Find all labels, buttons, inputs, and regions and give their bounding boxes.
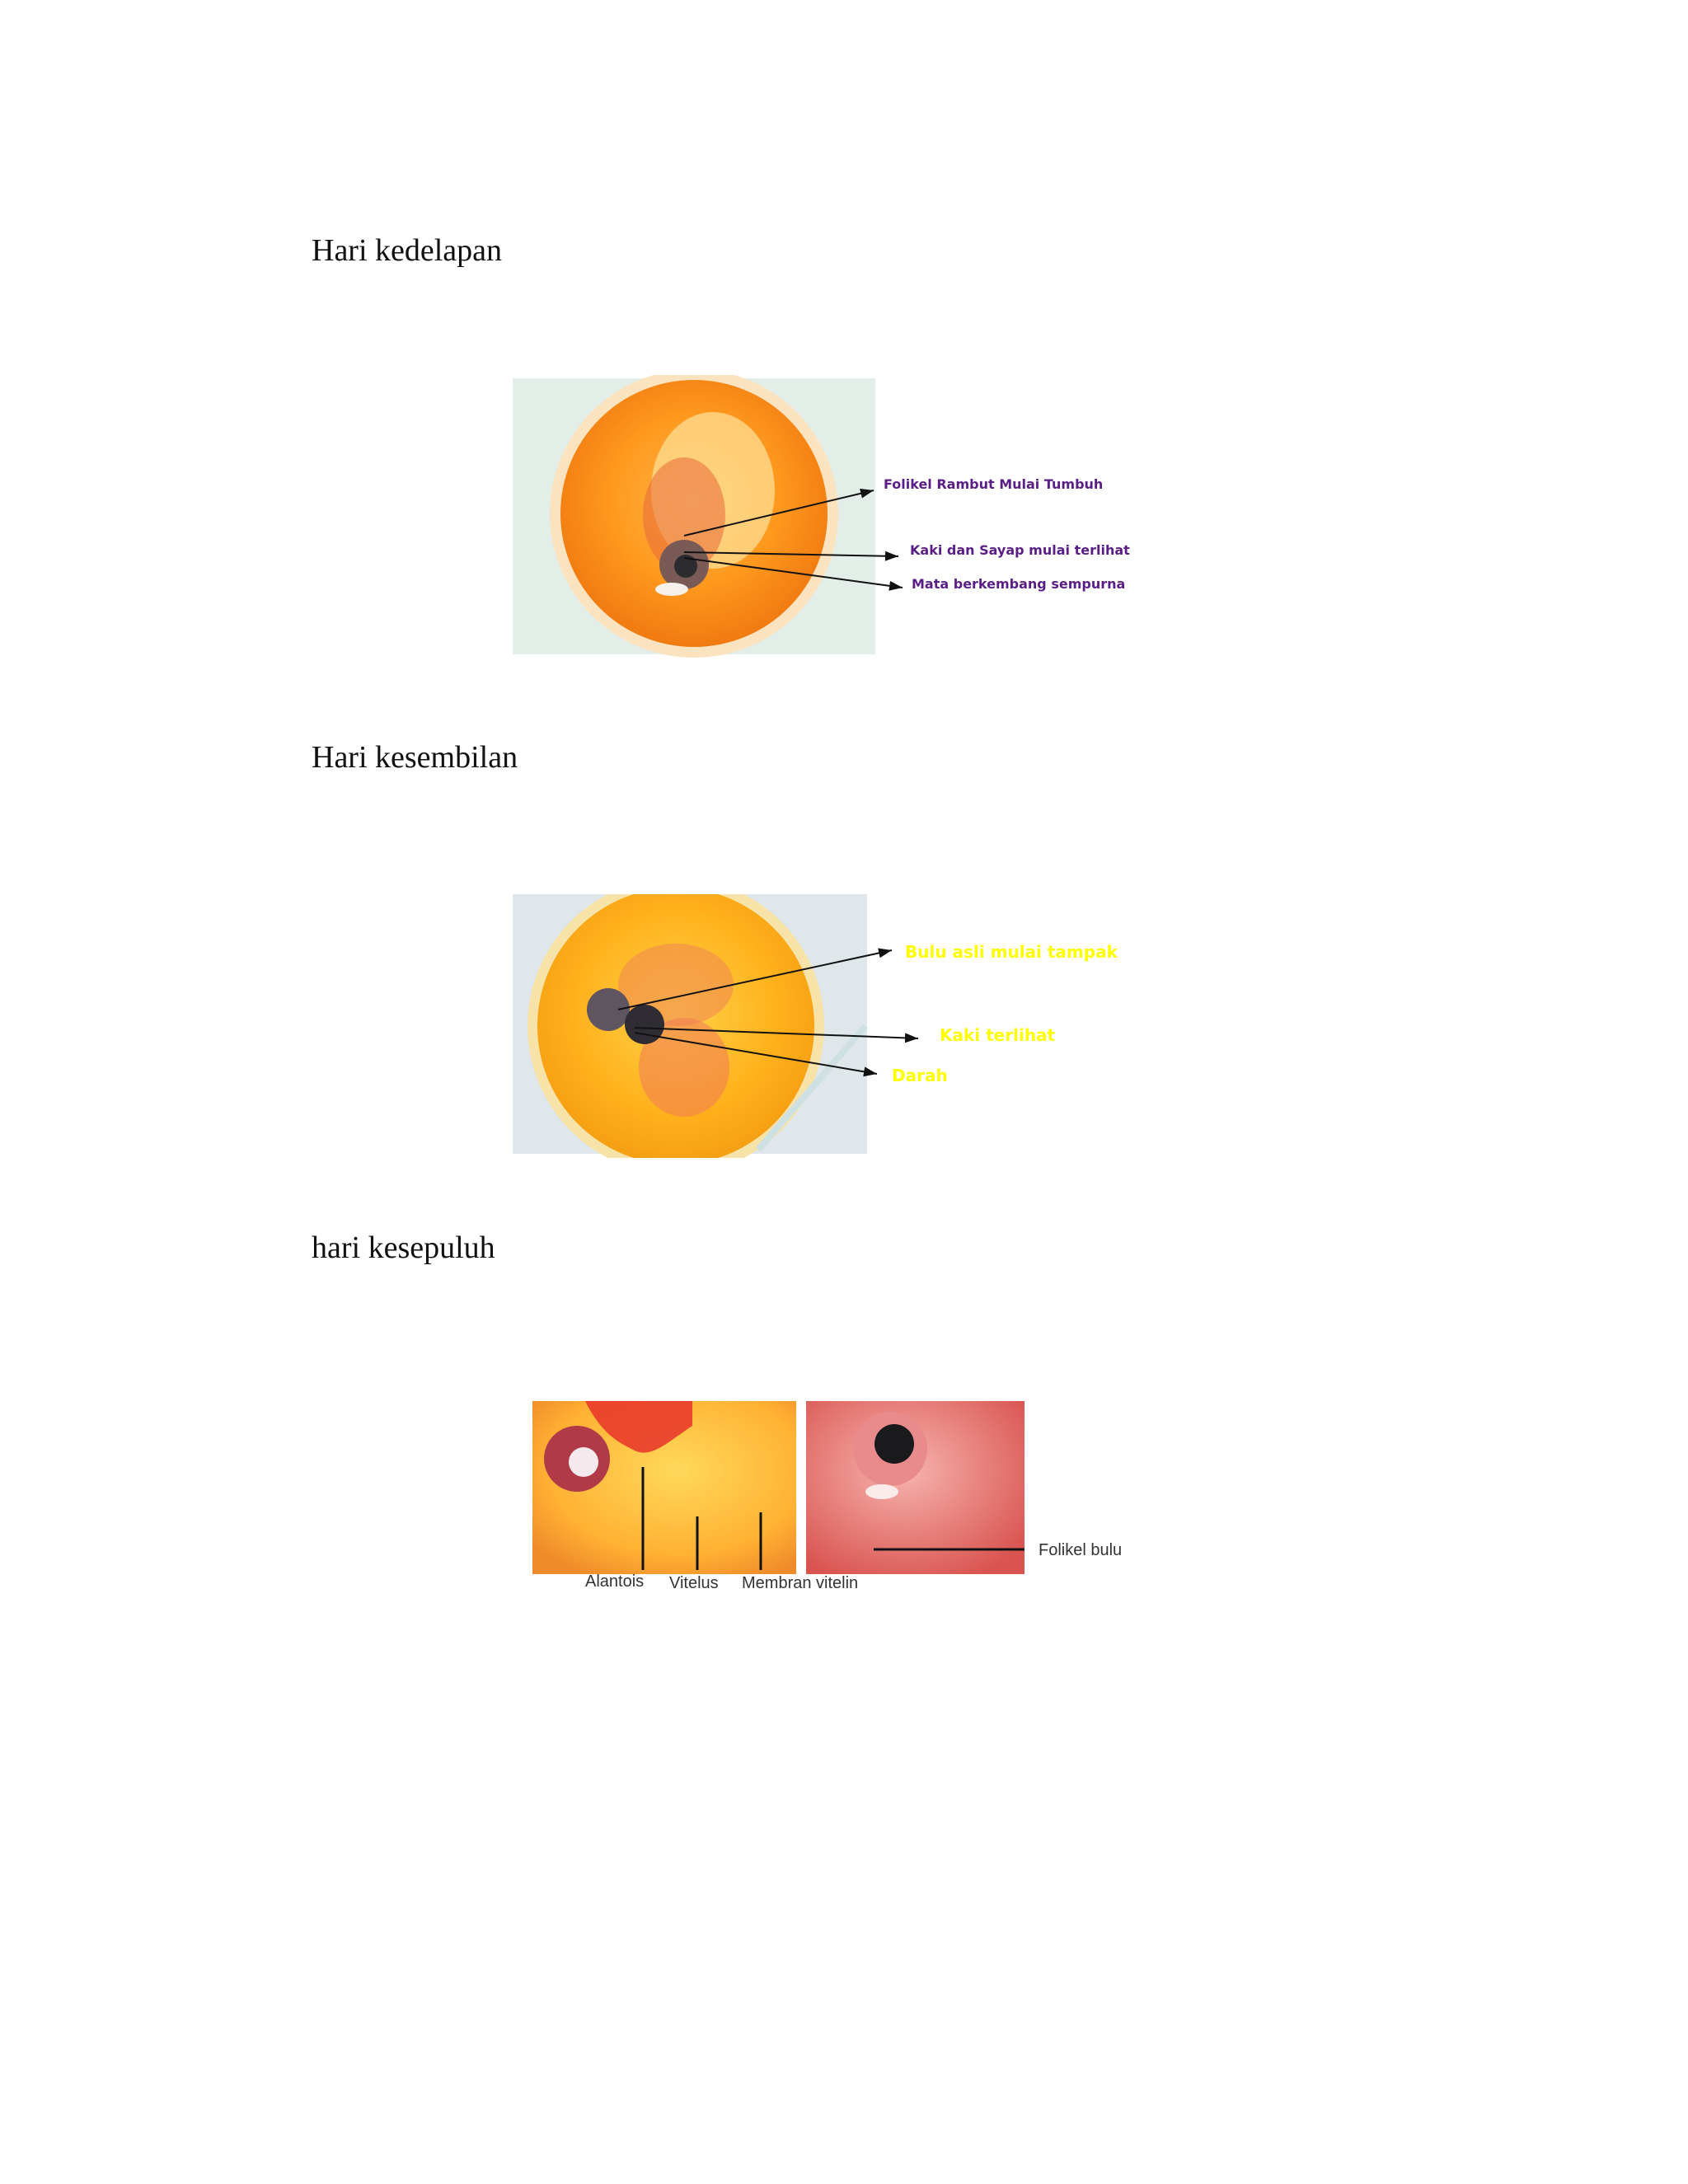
figure-day-8: Folikel Rambut Mulai Tumbuh Kaki dan Say…: [511, 375, 1162, 663]
heading-day-8: Hari kedelapan: [312, 233, 503, 268]
label-vitelus: Vitelus: [669, 1574, 719, 1592]
label-kaki-sayap: Kaki dan Sayap mulai terlihat: [910, 542, 1130, 558]
label-darah: Darah: [892, 1066, 948, 1085]
label-alantois: Alantois: [585, 1572, 644, 1591]
egg-photo-day-8: [513, 375, 875, 658]
egg-photo-day-9: [513, 894, 869, 1158]
egg-photo-day-10-right: [806, 1401, 1025, 1574]
figure-day-9: Bulu asli mulai tampak Kaki terlihat Dar…: [511, 894, 1170, 1158]
egg-photo-day-10-left: [532, 1401, 796, 1574]
label-folikel-bulu: Folikel bulu: [1039, 1541, 1122, 1559]
heading-day-9: Hari kesembilan: [312, 740, 518, 775]
figure-day-10: Alantois Vitelus Membran vitelin Folikel…: [528, 1376, 1154, 1624]
label-folikel-rambut: Folikel Rambut Mulai Tumbuh: [884, 476, 1103, 492]
annotation-arrows-day-8: [683, 488, 903, 591]
label-membran-vitelin: Membran vitelin: [742, 1574, 858, 1592]
label-bulu-asli: Bulu asli mulai tampak: [905, 942, 1118, 962]
label-kaki-terlihat: Kaki terlihat: [940, 1025, 1056, 1045]
heading-day-10: hari kesepuluh: [312, 1230, 495, 1265]
label-mata: Mata berkembang sempurna: [912, 576, 1125, 592]
annotation-arrows-day-9: [617, 948, 919, 1077]
